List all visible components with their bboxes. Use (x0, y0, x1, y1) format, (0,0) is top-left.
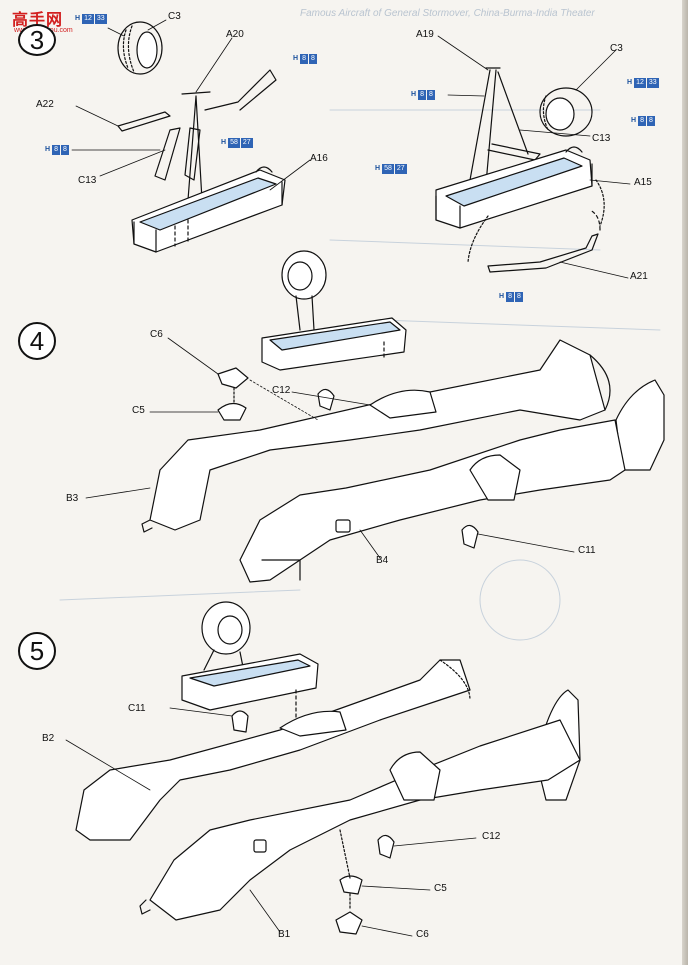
paint-code: 27 (240, 138, 253, 148)
part-label-c5: C5 (434, 883, 447, 894)
part-label-c5: C5 (132, 405, 145, 416)
step4-assembly (141, 250, 665, 583)
paint-code: 27 (394, 164, 407, 174)
paint-callout: H 8 8 (630, 116, 655, 126)
part-label-c11: C11 (128, 703, 146, 714)
paint-brand: H (221, 139, 227, 146)
paint-brand: H (293, 55, 299, 62)
step3-leader-lines (71, 19, 631, 279)
part-label-a20: A20 (226, 29, 244, 40)
paint-callout: H 8 8 (498, 292, 523, 302)
faded-header-text: Famous Aircraft of General Stormover, Ch… (300, 8, 595, 19)
part-label-b3: B3 (66, 493, 79, 504)
paint-code: 33 (646, 78, 659, 88)
strut-a19 (469, 67, 529, 185)
paint-code: 33 (94, 14, 107, 24)
step3-left-assembly (117, 21, 286, 253)
paint-callout: H 58 27 (220, 138, 253, 148)
paint-callout: H 58 27 (374, 164, 407, 174)
part-label-b1: B1 (278, 929, 291, 940)
part-label-c3: C3 (168, 11, 181, 22)
part-label-c6: C6 (150, 329, 163, 340)
part-label-c3: C3 (610, 43, 623, 54)
part-label-b4: B4 (376, 555, 389, 566)
step4-leader-lines (85, 337, 575, 559)
paint-callout: H 8 8 (44, 145, 69, 155)
step-number-4: 4 (18, 322, 56, 360)
part-label-c6: C6 (416, 929, 429, 940)
paint-code: 58 (228, 138, 240, 148)
step3-right-assembly (435, 67, 605, 273)
paint-brand: H (375, 165, 381, 172)
leg-c13-left (154, 127, 181, 181)
part-label-c13: C13 (78, 175, 97, 186)
paint-brand: H (499, 293, 505, 300)
paint-code: 8 (418, 90, 426, 100)
paint-code: 8 (308, 54, 317, 64)
paint-code: 8 (506, 292, 514, 302)
paint-brand: H (627, 79, 633, 86)
part-label-c13: C13 (592, 133, 611, 144)
paint-code: 8 (514, 292, 523, 302)
paint-code: 8 (638, 116, 646, 126)
part-label-c11: C11 (578, 545, 596, 556)
wheel-c3-left (117, 21, 163, 75)
paint-brand: H (631, 117, 637, 124)
part-label-a15: A15 (634, 177, 652, 188)
paint-callout: H 8 8 (292, 54, 317, 64)
paint-brand: H (45, 146, 51, 153)
paint-code: 8 (426, 90, 435, 100)
paint-callout: H 12 33 (74, 14, 107, 24)
background-ghost-lines (59, 109, 661, 641)
part-label-a19: A19 (416, 29, 434, 40)
logo-text: 高手网 (12, 12, 64, 29)
paint-code: 12 (82, 14, 94, 24)
wheel-c3-right (539, 87, 593, 137)
part-label-a21: A21 (630, 271, 648, 282)
step-number-3: 3 (18, 24, 56, 56)
paint-callout: H 8 8 (410, 90, 435, 100)
part-label-a22: A22 (36, 99, 54, 110)
part-label-b2: B2 (42, 733, 55, 744)
strut-a20 (181, 91, 211, 201)
rod-a22 (117, 111, 171, 132)
step5-assembly (75, 601, 581, 935)
paint-callout: H 12 33 (626, 78, 659, 88)
paint-code: 12 (634, 78, 646, 88)
part-label-a16: A16 (310, 153, 328, 164)
paint-code: 8 (646, 116, 655, 126)
step5-leader-lines (65, 707, 477, 937)
paint-brand: H (75, 15, 81, 22)
part-label-c12: C12 (272, 385, 291, 396)
paint-brand: H (411, 91, 417, 98)
part-label-c12: C12 (482, 831, 501, 842)
paint-code: 8 (300, 54, 308, 64)
paint-code: 8 (52, 145, 60, 155)
step-number-5: 5 (18, 632, 56, 670)
wire-a21 (487, 233, 599, 273)
paint-code: 8 (60, 145, 69, 155)
paint-code: 58 (382, 164, 394, 174)
